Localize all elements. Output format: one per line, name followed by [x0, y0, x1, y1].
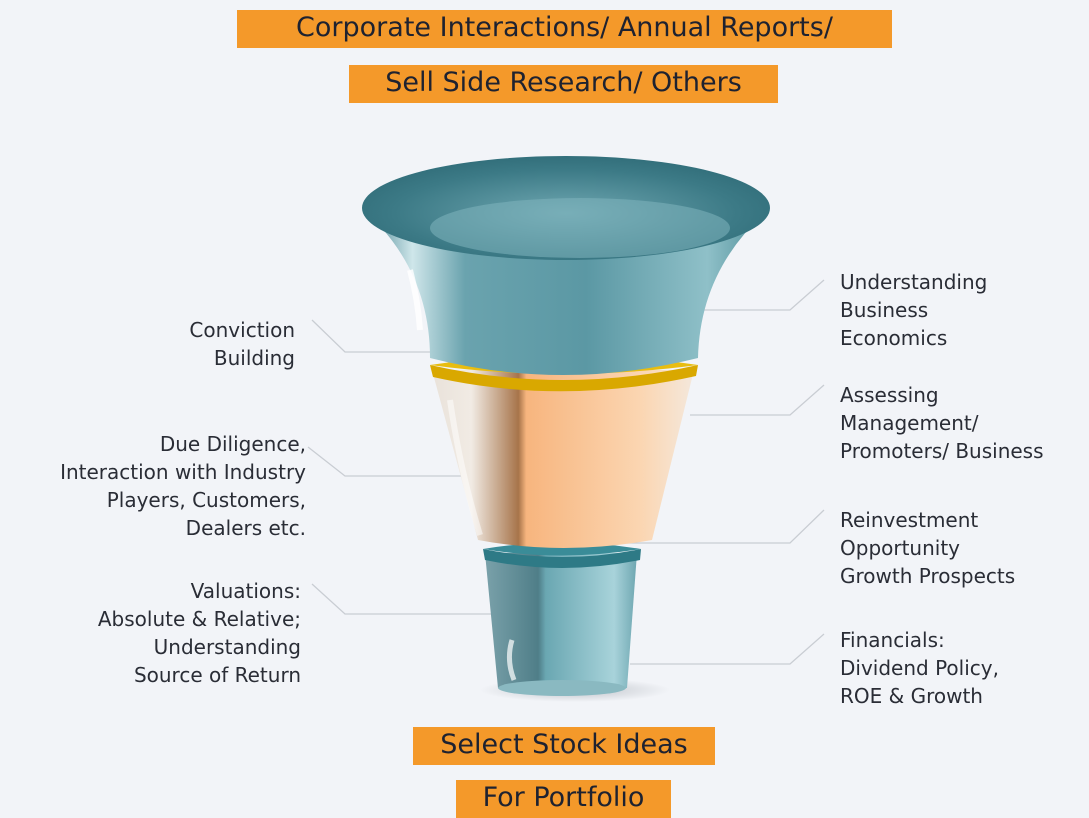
connector-line — [307, 446, 480, 477]
label-financials: Financials: Dividend Policy, ROE & Growt… — [840, 628, 999, 708]
connector-line — [630, 633, 825, 665]
output-banner-line2: For Portfolio — [456, 780, 671, 818]
connector-line — [311, 319, 440, 353]
connector-line — [610, 509, 825, 544]
connector-lines — [307, 279, 825, 665]
funnel-middle-section — [432, 370, 694, 548]
label-assessing-management: Assessing Management/ Promoters/ Busines… — [840, 383, 1044, 463]
label-due-diligence: Due Diligence, Interaction with Industry… — [60, 432, 306, 540]
label-conviction-building: Conviction Building — [189, 318, 295, 370]
label-valuations: Valuations: Absolute & Relative; Underst… — [97, 579, 301, 687]
funnel-top-section — [362, 156, 770, 375]
connector-line — [700, 279, 825, 311]
connector-line — [311, 583, 510, 615]
output-banner-line1: Select Stock Ideas — [413, 727, 715, 765]
connector-line — [690, 384, 825, 416]
source-banner-line2: Sell Side Research/ Others — [349, 65, 778, 103]
source-banner-line1: Corporate Interactions/ Annual Reports/ — [237, 10, 892, 48]
funnel-bottom-section — [485, 553, 637, 696]
label-business-economics: Understanding Business Economics — [840, 270, 988, 350]
label-reinvestment: Reinvestment Opportunity Growth Prospect… — [840, 508, 1016, 588]
